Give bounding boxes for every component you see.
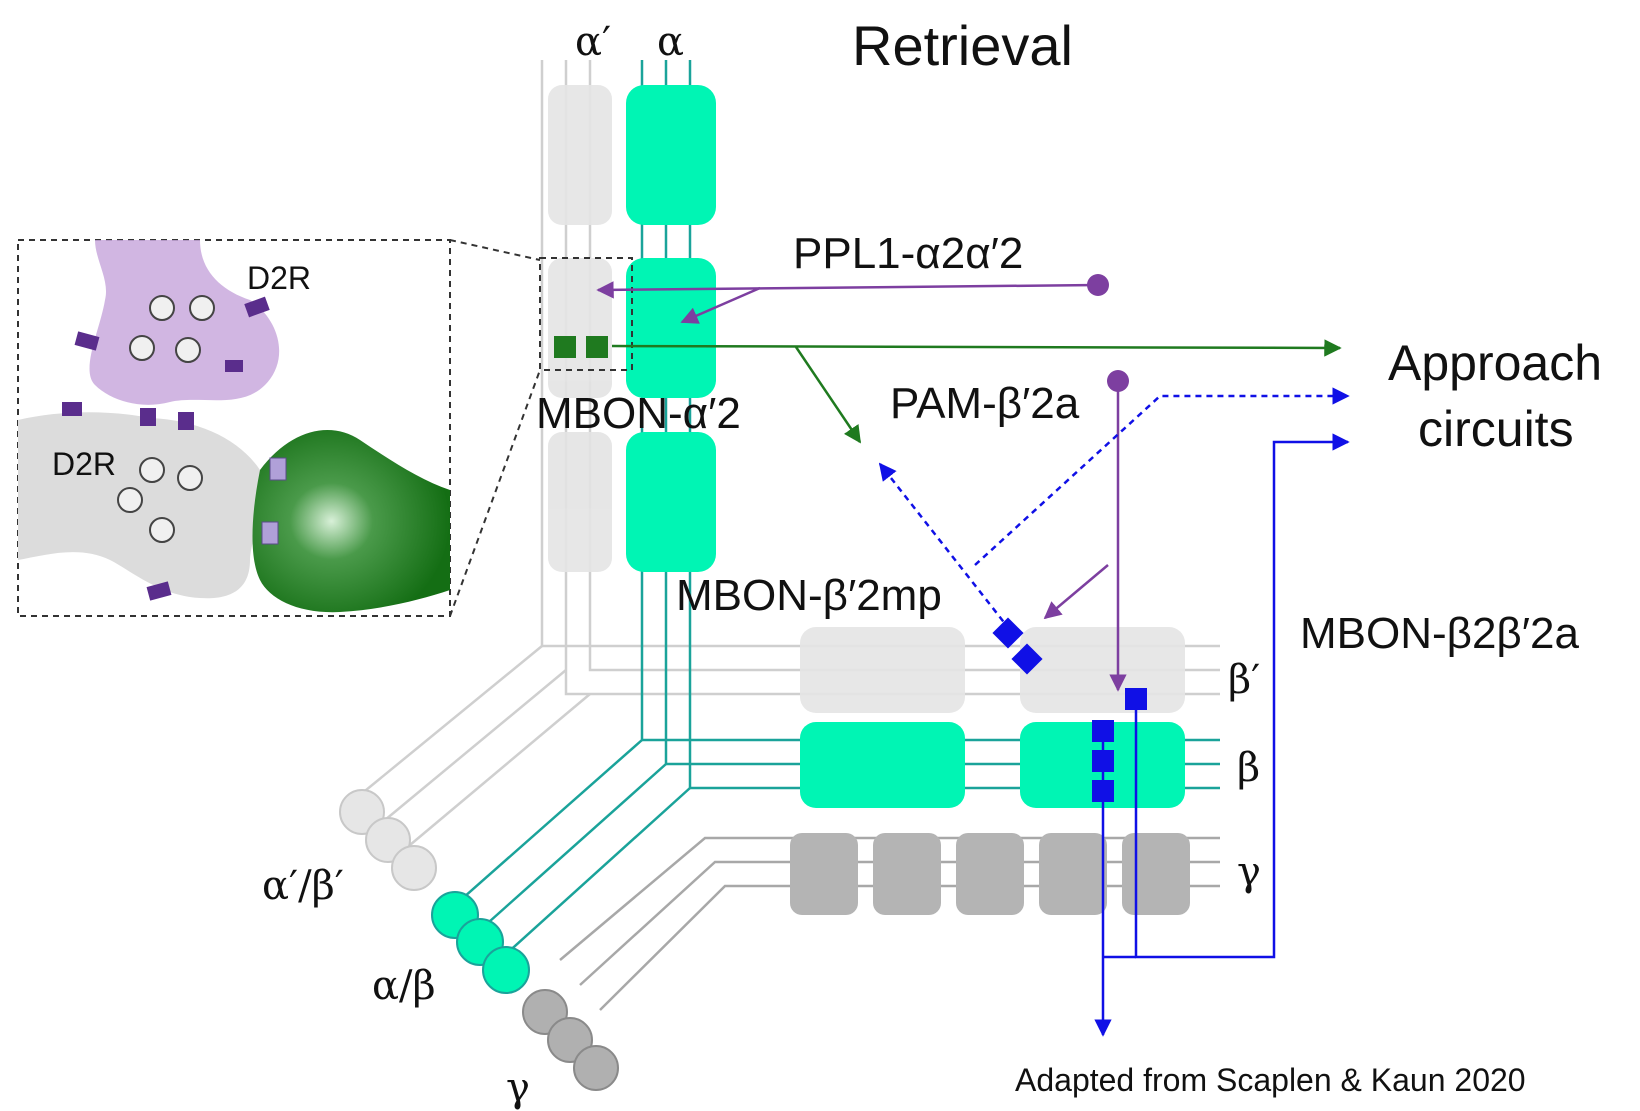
alpha-prime-compartments (548, 85, 612, 572)
lobe-label-alpha: α (657, 19, 685, 65)
label-mbon-alpha-prime2: MBON-α′2 (536, 389, 741, 438)
label-ppl1: PPL1-α2α′2 (793, 229, 1024, 278)
alpha-beta-cell-bodies (431, 891, 530, 994)
mbon-receptors (261, 457, 287, 545)
alpha-prime-beta-prime-cell-bodies (339, 789, 437, 891)
mbon-dendrite (252, 430, 450, 613)
pam-neuron (1043, 370, 1129, 692)
label-mbon-beta2beta-prime2a: MBON-β2β′2a (1300, 609, 1579, 658)
lobe-label-beta: β (1237, 745, 1261, 791)
lobe-label-beta-prime: β′ (1228, 657, 1261, 703)
mbon-beta2beta-prime2a-neuron (1092, 433, 1350, 1037)
approach-circuits-line1: Approach (1388, 335, 1603, 391)
inset-label-d2r-top: D2R (247, 260, 312, 296)
vesicles (117, 295, 215, 543)
label-pam: PAM-β′2a (890, 379, 1080, 428)
d2r-receptors (62, 296, 270, 601)
ppl1-neuron (596, 274, 1109, 324)
alpha-compartments (626, 85, 716, 572)
cell-label-gamma: γ (506, 1065, 530, 1111)
gamma-compartments (790, 833, 1190, 915)
label-mbon-beta-prime2mp: MBON-β′2mp (676, 571, 942, 620)
approach-circuits-line2: circuits (1418, 401, 1574, 457)
cell-label-alpha-prime-beta-prime: α′/β′ (262, 863, 344, 909)
synapse-inset (17, 239, 633, 617)
diagram-title: Retrieval (852, 14, 1073, 77)
lobe-label-gamma: γ (1237, 849, 1261, 895)
inset-label-d2r-left: D2R (52, 446, 117, 482)
gamma-cell-bodies (522, 989, 619, 1091)
lobe-label-alpha-prime: α′ (575, 19, 612, 65)
mbon-alpha-prime2-neuron (554, 336, 1342, 444)
cell-label-alpha-beta: α/β (372, 963, 436, 1009)
credit-text: Adapted from Scaplen & Kaun 2020 (1015, 1062, 1526, 1098)
